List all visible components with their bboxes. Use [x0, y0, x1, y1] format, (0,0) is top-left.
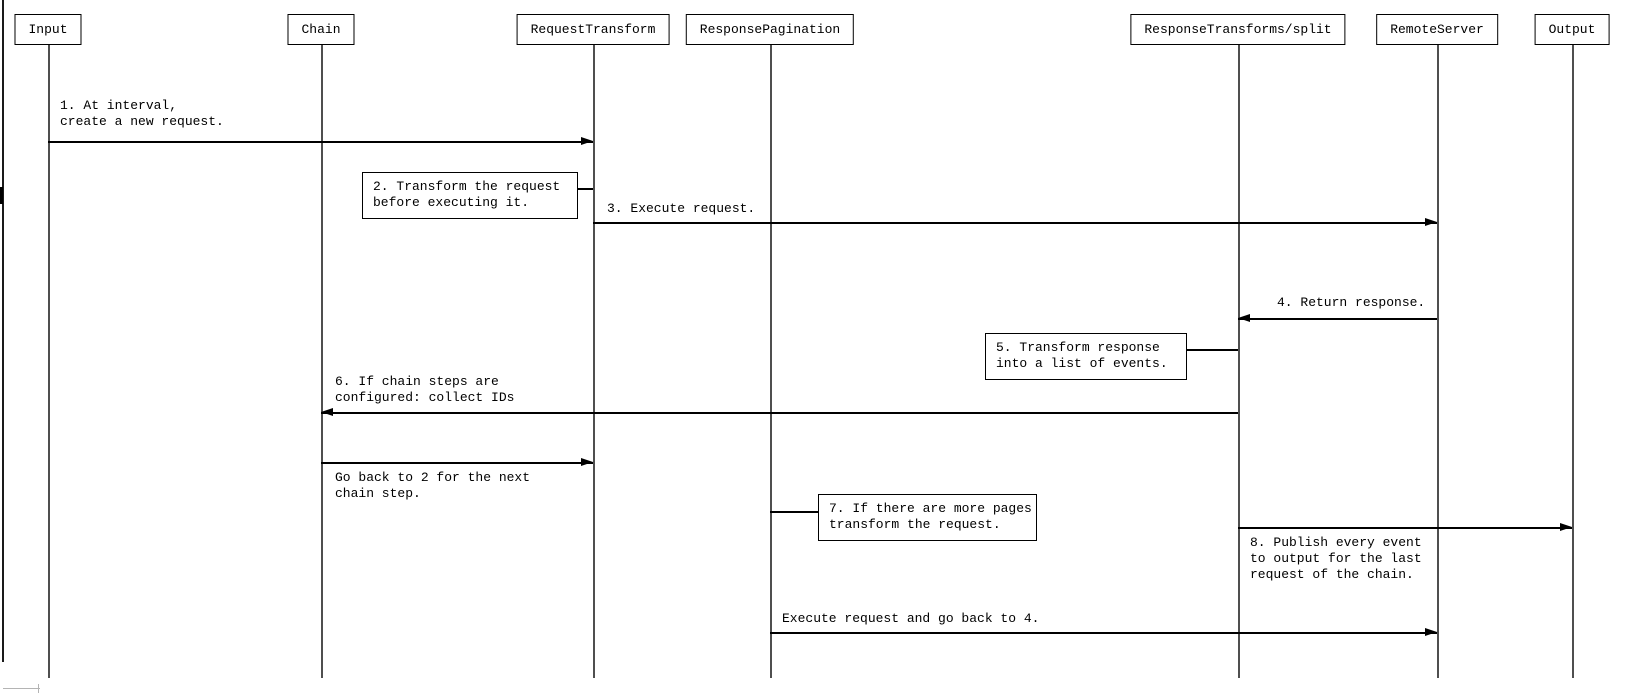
message-8-label-line-1: 8. Publish every event [1250, 535, 1422, 550]
message-4-arrow-line [1238, 318, 1437, 320]
bottom-corner-tick [38, 684, 39, 693]
message-3-label-line-1: 3. Execute request. [607, 201, 756, 216]
message-4-label: 4. Return response. [1277, 295, 1425, 311]
message-goback-arrow-line [321, 462, 593, 464]
note-5-connector [1187, 349, 1238, 351]
bottom-corner-line [3, 688, 40, 689]
message-8-label-line-3: request of the chain. [1250, 567, 1414, 582]
participant-box-request-transform: RequestTransform [516, 14, 670, 45]
window-edge-line [2, 0, 4, 662]
note-5-box: 5. Transform response into a list of eve… [985, 333, 1187, 380]
participant-box-response-pagination: ResponsePagination [685, 14, 855, 45]
message-6-label-line-1: 6. If chain steps are [335, 374, 499, 389]
message-3-arrowhead-icon [1425, 218, 1437, 226]
message-3-label: 3. Execute request. [607, 201, 755, 217]
participant-box-chain: Chain [287, 14, 355, 45]
message-4-arrowhead-icon [1238, 314, 1250, 322]
note-2-box: 2. Transform the request before executin… [362, 172, 578, 219]
participant-label-chain: Chain [301, 22, 341, 37]
message-1-arrow-line [48, 141, 593, 143]
message-6-label: 6. If chain steps are configured: collec… [335, 374, 514, 406]
message-goback-label: Go back to 2 for the next chain step. [335, 470, 530, 502]
participant-label-input: Input [28, 22, 68, 37]
participant-label-remote-server: RemoteServer [1390, 22, 1484, 37]
lifeline-request-transform [593, 45, 595, 678]
note-7-box: 7. If there are more pages transform the… [818, 494, 1037, 541]
message-execute-goback-arrowhead-icon [1425, 628, 1437, 636]
message-8-arrowhead-icon [1560, 523, 1572, 531]
message-6-arrowhead-icon [321, 408, 333, 416]
lifeline-response-pagination [770, 45, 772, 678]
participant-box-response-transforms-split: ResponseTransforms/split [1130, 14, 1346, 45]
message-execute-goback-label: Execute request and go back to 4. [782, 611, 1039, 627]
note-2-line-1: 2. Transform the request [373, 179, 561, 194]
lifeline-input [48, 45, 50, 678]
note-7-connector [770, 511, 818, 513]
message-8-arrow-line [1238, 527, 1572, 529]
message-8-label: 8. Publish every event to output for the… [1250, 535, 1422, 583]
message-8-label-line-2: to output for the last [1250, 551, 1422, 566]
message-goback-label-line-2: chain step. [335, 486, 421, 501]
message-3-arrow-line [593, 222, 1437, 224]
message-execute-goback-arrow-line [770, 632, 1437, 634]
note-2-line-2: before executing it. [373, 195, 530, 210]
message-6-arrow-line [321, 412, 1238, 414]
participant-label-response-pagination: ResponsePagination [699, 22, 841, 37]
note-5-line-1: 5. Transform response [996, 340, 1160, 355]
participant-box-output: Output [1534, 14, 1610, 45]
participant-label-response-transforms-split: ResponseTransforms/split [1144, 22, 1332, 37]
message-goback-arrowhead-icon [581, 458, 593, 466]
lifeline-remote-server [1437, 45, 1439, 678]
message-1-label-line-2: create a new request. [60, 114, 224, 129]
message-execute-goback-label-line-1: Execute request and go back to 4. [782, 611, 1040, 626]
message-6-label-line-2: configured: collect IDs [335, 390, 515, 405]
lifeline-chain [321, 45, 323, 678]
note-5-line-2: into a list of events. [996, 356, 1168, 371]
message-1-label: 1. At interval, create a new request. [60, 98, 224, 130]
participant-box-input: Input [14, 14, 82, 45]
message-4-label-line-1: 4. Return response. [1277, 295, 1426, 310]
lifeline-response-transforms-split [1238, 45, 1240, 678]
message-1-label-line-1: 1. At interval, [60, 98, 178, 113]
note-7-line-1: 7. If there are more pages [829, 501, 1032, 516]
note-2-connector [578, 188, 593, 190]
message-goback-label-line-1: Go back to 2 for the next [335, 470, 531, 485]
participant-label-output: Output [1548, 22, 1596, 37]
message-1-arrowhead-icon [581, 137, 593, 145]
lifeline-output [1572, 45, 1574, 678]
participant-box-remote-server: RemoteServer [1376, 14, 1498, 45]
participant-label-request-transform: RequestTransform [530, 22, 656, 37]
note-7-line-2: transform the request. [829, 517, 1001, 532]
window-edge-tick [0, 187, 3, 204]
